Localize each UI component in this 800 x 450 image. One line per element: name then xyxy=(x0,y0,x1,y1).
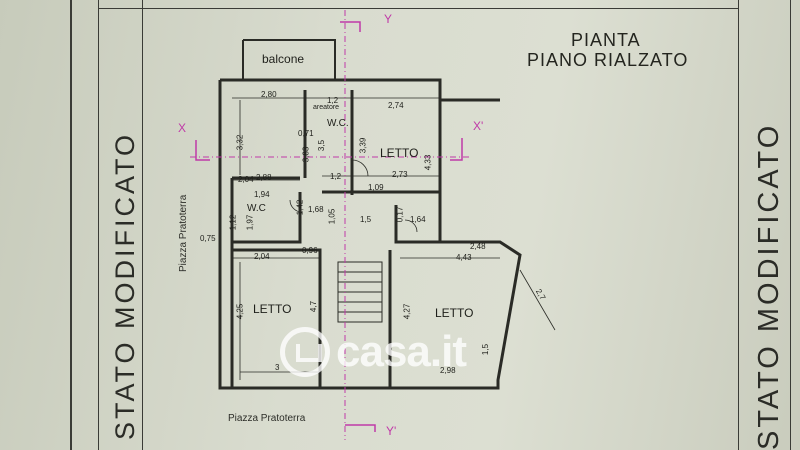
section-marker-y-prime xyxy=(345,424,376,432)
section-markers xyxy=(195,21,463,432)
dim-label: 3,39 xyxy=(358,137,368,154)
dim-label: 2,48 xyxy=(470,242,486,251)
room-wc-left-label: W.C xyxy=(247,203,266,214)
dim-label: 2,80 xyxy=(261,90,277,99)
section-label-y-prime: Y' xyxy=(386,424,397,438)
dim-label: 0,75 xyxy=(200,234,216,243)
section-label-y: Y xyxy=(384,12,393,26)
frame-line-right-2 xyxy=(790,0,791,450)
dim-label: 1,2 xyxy=(330,172,342,181)
room-balcone-label: balcone xyxy=(262,52,305,66)
section-marker-x-prime xyxy=(450,138,463,161)
frame-line-right-1 xyxy=(738,0,739,450)
frame-line-left-2 xyxy=(98,0,99,450)
interior-wall-2 xyxy=(232,176,302,244)
frame-line-left-3 xyxy=(142,0,143,450)
dim-label: 1,12 xyxy=(228,214,238,231)
door-swings xyxy=(289,159,418,233)
dim-label: 3,83 xyxy=(301,146,311,163)
dim-label: 3,5 xyxy=(317,139,327,152)
frame-line-left-1 xyxy=(70,0,72,450)
balcony-wall xyxy=(242,39,336,80)
dim-label: 1,5 xyxy=(481,343,491,356)
watermark-text: casa.it xyxy=(336,327,467,376)
dim-label: 1,68 xyxy=(308,205,324,214)
casa-house-icon xyxy=(280,327,330,377)
dim-label: 1,05 xyxy=(327,208,337,225)
outer-wall xyxy=(218,78,522,390)
dim-label: 1,42 xyxy=(295,199,305,216)
dim-label: 4,43 xyxy=(456,253,472,262)
dim-label: 2,74 xyxy=(388,101,404,110)
interior-wall-1 xyxy=(303,90,354,195)
casa-it-watermark: casa.it xyxy=(280,327,467,377)
street-label-left: Piazza Pratoterra xyxy=(178,194,189,272)
plan-title: PIANTA xyxy=(571,30,641,50)
room-letto-right-label: LETTO xyxy=(435,306,474,320)
dim-label: 2,98 xyxy=(440,366,456,375)
section-label-x-prime: X' xyxy=(473,119,484,133)
room-letto-left-label: LETTO xyxy=(253,302,292,316)
dim-label: 4,7 xyxy=(309,300,319,313)
dim-label: 2,04 xyxy=(238,175,254,184)
frame-line-top xyxy=(98,8,738,9)
dim-line-diag xyxy=(519,269,556,331)
room-wc-top-label: W.C. xyxy=(327,118,349,129)
section-label-x: X xyxy=(178,121,187,135)
section-marker-x xyxy=(195,140,210,161)
dim-label: 0,71 xyxy=(298,129,314,138)
interior-wall-3 xyxy=(322,190,440,244)
dim-label: 4,25 xyxy=(235,303,245,320)
dim-label: 1,5 xyxy=(360,215,372,224)
section-marker-y xyxy=(340,21,361,32)
plan-subtitle: PIANO RIALZATO xyxy=(527,50,689,70)
room-letto-top-label: LETTO xyxy=(380,146,419,160)
dim-label: 4,33 xyxy=(423,154,433,171)
dim-label: 2,88 xyxy=(256,173,272,182)
dim-label: 1,97 xyxy=(245,214,255,231)
dim-label: 3 xyxy=(275,363,280,372)
door-arc-3 xyxy=(404,219,418,233)
dim-label: 1,64 xyxy=(410,215,426,224)
dim-label: 4,27 xyxy=(402,303,412,320)
dim-label: 2,04 xyxy=(254,252,270,261)
dim-label: 0,17 xyxy=(395,206,405,223)
dim-label: 1,94 xyxy=(254,190,270,199)
section-lines xyxy=(190,10,470,440)
door-arc-1 xyxy=(351,159,369,177)
dim-label: 1,2 xyxy=(327,96,339,105)
dim-label: 1,09 xyxy=(368,183,384,192)
dim-label: 2,73 xyxy=(392,170,408,179)
room-areatore-label: areatore xyxy=(313,104,340,111)
dim-label: 0,96 xyxy=(302,246,318,255)
street-label-bottom: Piazza Pratoterra xyxy=(228,413,306,424)
walls xyxy=(218,39,522,390)
door-arc-2 xyxy=(289,199,303,213)
dim-label: 3,32 xyxy=(235,134,245,151)
